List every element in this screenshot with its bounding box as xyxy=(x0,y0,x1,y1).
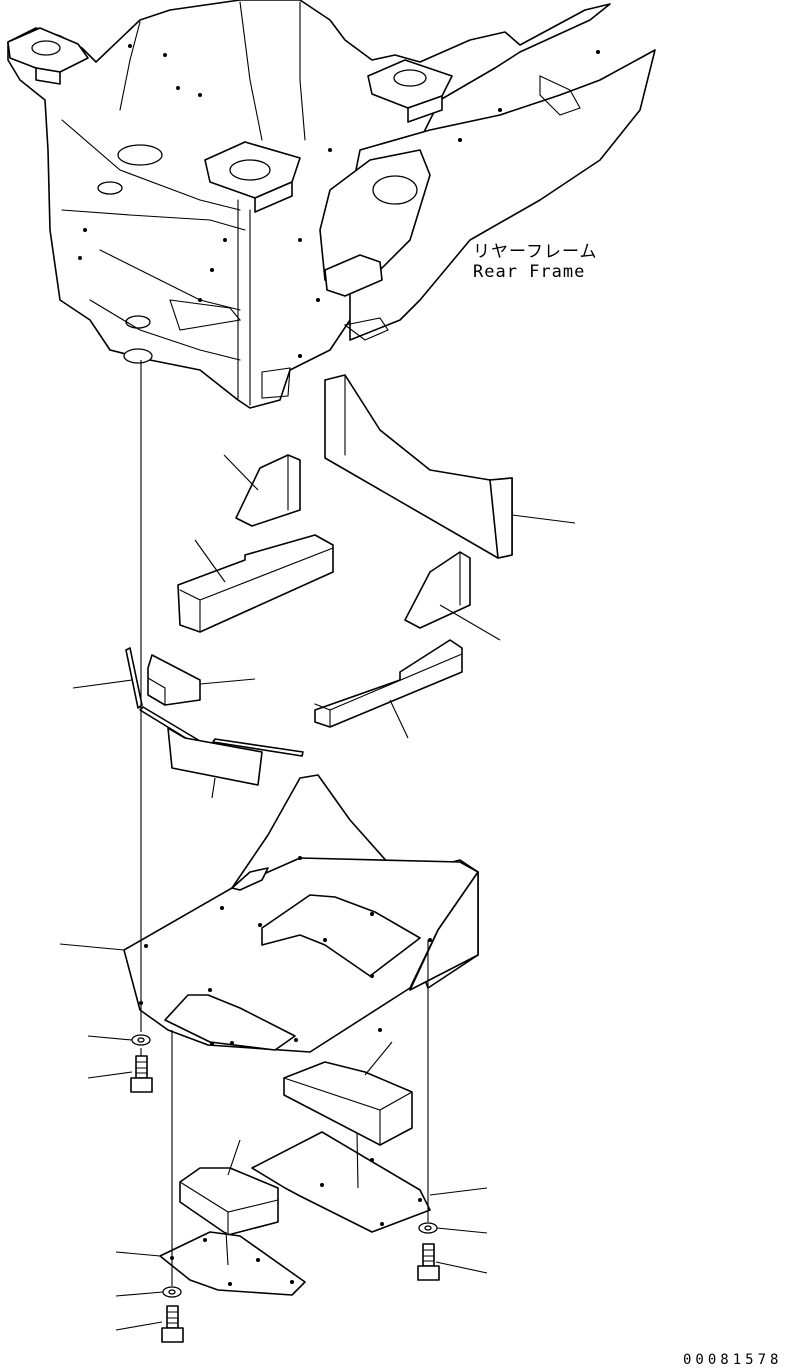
mount-hole xyxy=(229,159,271,181)
rear-frame-label-en: Rear Frame xyxy=(473,262,586,282)
plate-lower-left xyxy=(159,1231,306,1296)
leader-line xyxy=(364,1041,393,1076)
leader-line xyxy=(439,604,501,641)
rear-frame xyxy=(7,0,656,409)
mount-hole xyxy=(117,144,163,166)
leader-line xyxy=(429,1187,488,1196)
pad-wedge-1 xyxy=(235,454,301,527)
leader-line xyxy=(211,777,216,799)
pad-large-curved xyxy=(324,374,513,559)
washer xyxy=(131,1034,151,1046)
bolt xyxy=(417,1243,440,1281)
leader-line xyxy=(87,1035,133,1041)
mount-hole xyxy=(31,40,61,56)
under-cover xyxy=(123,774,479,1053)
washer xyxy=(418,1222,438,1234)
leader-line xyxy=(115,1251,161,1257)
leader-line xyxy=(199,678,256,685)
leader-line xyxy=(356,1132,359,1189)
pad-lower-left xyxy=(179,1167,279,1236)
leader-line xyxy=(227,1139,241,1176)
mount-hole xyxy=(125,315,151,329)
rear-frame-label-jp: リヤーフレーム xyxy=(473,242,598,262)
drawing-number: 00081578 xyxy=(683,1352,783,1368)
bolt xyxy=(130,1055,153,1093)
leader-line xyxy=(194,539,226,583)
bolt xyxy=(161,1305,184,1343)
leader-line xyxy=(72,679,133,689)
pad-lower-right xyxy=(283,1061,413,1146)
leader-line xyxy=(511,514,576,524)
mount-hole xyxy=(97,181,123,195)
leader-line xyxy=(115,1291,164,1297)
pad-wedge-2 xyxy=(404,551,471,629)
leader-line xyxy=(59,943,125,951)
plate-lower-right xyxy=(251,1131,431,1233)
leader-line xyxy=(389,699,409,739)
strip-set xyxy=(125,647,304,757)
leader-line xyxy=(115,1321,163,1331)
pad-bar-1 xyxy=(177,534,334,633)
leader-line xyxy=(223,454,259,491)
leader-line xyxy=(435,1261,488,1274)
mount-hole xyxy=(393,69,427,87)
washer xyxy=(162,1286,182,1298)
thin-plate xyxy=(167,727,263,786)
leader-line xyxy=(87,1071,133,1079)
leader-line xyxy=(225,1231,229,1266)
pad-bar-2 xyxy=(314,639,463,728)
leader-line xyxy=(436,1227,488,1234)
mount-hole xyxy=(123,348,153,364)
pad-block-small xyxy=(147,654,201,706)
